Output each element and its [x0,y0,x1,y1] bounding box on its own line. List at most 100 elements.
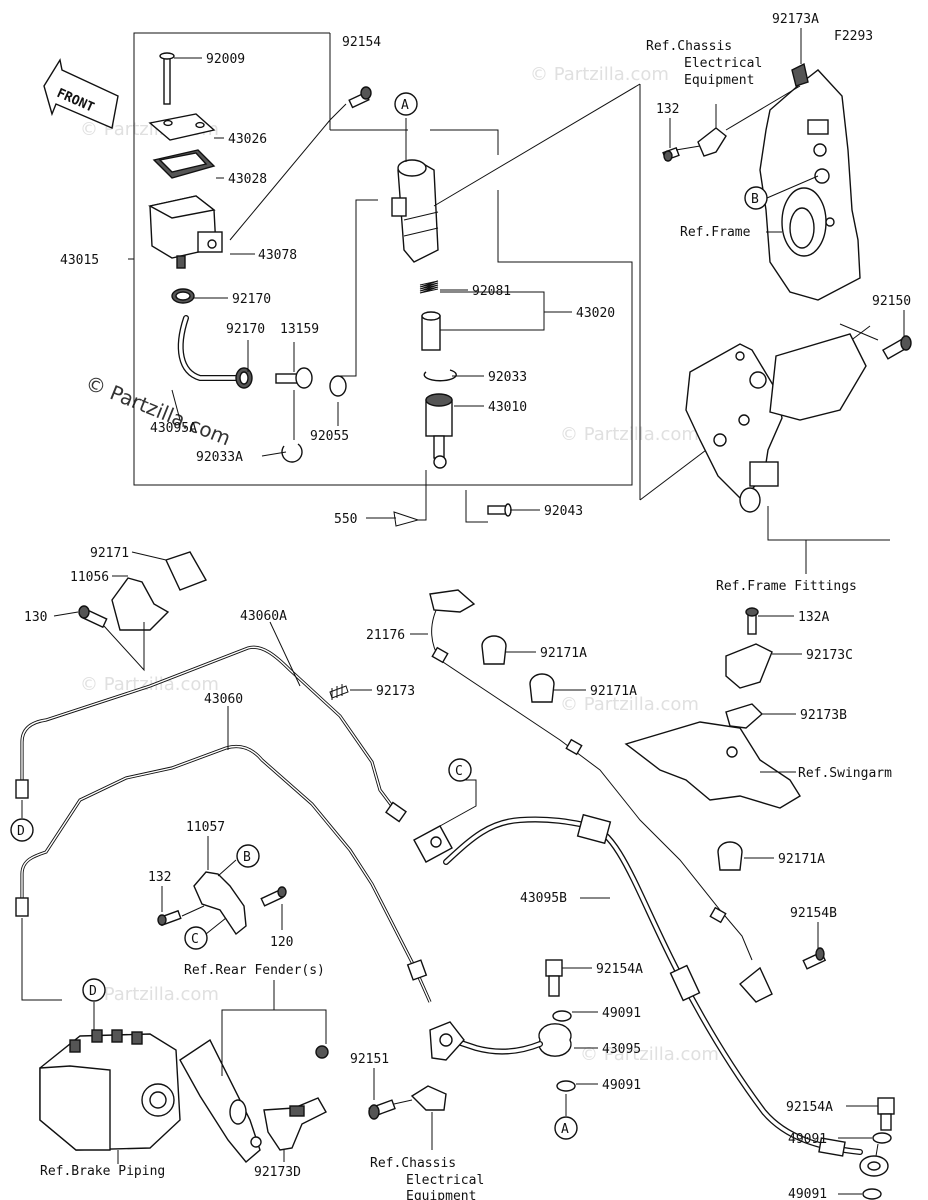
ref-label: Ref.Frame [680,225,751,240]
swingarm-group [624,607,827,970]
banjo-bolt-icon [877,1097,895,1131]
rear-fender-icon [179,1038,261,1163]
ref-label: Ref.Rear Fender(s) [184,963,325,978]
part-number-label: 49091 [602,1078,641,1093]
clamp-92171a-icon [481,635,507,665]
bolt-92154b-icon [802,947,827,970]
callout-a: A [561,1122,569,1137]
part-labels: 92009 43026 43028 43078 43015 92154 9217… [24,12,911,1200]
ref-label: Ref.Frame Fittings [716,579,857,594]
part-number-label: 92171A [540,646,587,661]
bracket-11056-icon [111,577,170,631]
part-number-label: 92170 [232,292,271,307]
piston-icon [421,311,441,351]
part-number-label: 92081 [472,284,511,299]
circlip-icon [281,443,303,463]
callout-a: A [401,98,409,113]
watermark: © Partzilla.com [530,64,669,85]
washer-icon [862,1188,882,1200]
part-number-label: 43095 [602,1042,641,1057]
part-number-label: 92171A [590,684,637,699]
ref-label: Electrical [684,56,762,71]
part-number-label: 43095B [520,891,567,906]
hose-fitting-icon [669,964,701,1002]
watermark-diagonal: © Partzilla.com [82,370,234,450]
hose-fitting-icon [576,813,612,845]
part-number-label: 92170 [226,322,265,337]
bracket-92173d-icon [263,1097,327,1151]
bolt-132-icon [157,909,182,927]
brake-pipes-group: D [10,621,432,1003]
ref-label: Ref.Brake Piping [40,1164,165,1179]
clamp-92171-icon [165,551,208,591]
callout-b-circle [236,844,260,868]
watermark: © Partzilla.com [80,984,219,1005]
rear-fender-group [179,980,329,1163]
cotter-pin-icon [393,511,420,527]
part-number-label: 132 [656,102,679,117]
callout-d-circle [10,818,34,842]
callout-b: B [243,850,251,865]
part-number-label: 49091 [602,1006,641,1021]
part-number-label: 43028 [228,172,267,187]
part-number-label: 43060A [240,609,287,624]
part-number-label: 92151 [350,1052,389,1067]
callout-c: C [455,764,463,779]
clip-92173c-icon [725,643,773,689]
speed-sensor-icon [429,589,476,613]
callout-c-circle [448,758,472,782]
harness-clip-icon [410,1085,447,1111]
bolt-132-icon [662,146,680,162]
washer-icon [556,1080,576,1092]
part-number-label: 49091 [788,1132,827,1147]
frame-bracket-group: B [662,28,912,574]
master-cylinder-icon [391,159,439,263]
bolt-130-icon [78,605,108,629]
banjo-43095-icon [538,1023,572,1057]
part-number-label: 49091 [788,1187,827,1200]
pipe-fitting-icon [406,959,428,981]
reference-labels: Ref.Chassis Electrical Equipment Ref.Fra… [40,39,892,1200]
part-number-label: 11056 [70,570,109,585]
bracket-11057-icon [193,871,247,936]
o-ring-icon [329,375,347,397]
front-arrow-icon: FRONT [43,58,119,129]
harness-clamp-icon [697,127,727,157]
watermark: © Partzilla.com [560,424,699,445]
bracket-11057-group: B C [157,836,287,950]
ref-label: Ref.Swingarm [798,766,892,781]
bolt-120-icon [260,886,287,907]
reservoir-icon [148,195,223,269]
part-number-label: 92154A [596,962,643,977]
clip-icon [791,62,809,87]
part-number-label: 92173C [806,648,853,663]
callout-c-circle [184,926,208,950]
banjo-bolt-icon [545,959,563,997]
ref-label: Equipment [684,73,754,88]
bolt-92151-icon [368,1099,396,1120]
part-number-label: 11057 [186,820,225,835]
washer-icon [872,1132,892,1144]
ref-label: Electrical [406,1173,484,1188]
spring-icon [419,280,439,294]
part-number-label: 43078 [258,248,297,263]
part-number-label: 92033A [196,450,243,465]
clamp-92171a-icon [717,841,743,871]
clip-92173b-icon [725,703,764,729]
hose-fitting-icon [818,1137,846,1157]
part-number-label: 13159 [280,322,319,337]
grommet-icon [329,684,349,700]
upper-clamp-group [53,551,208,672]
bolt-132a-icon [745,607,759,635]
part-number-label: 92154A [786,1100,833,1115]
part-number-label: 92173D [254,1165,301,1180]
part-number-label: 43020 [576,306,615,321]
part-number-label: 92173 [376,684,415,699]
figure-code: F2293 [834,29,873,44]
part-number-label: 43026 [228,132,267,147]
bolt-92154-icon [348,86,372,109]
part-number-label: 92173B [800,708,847,723]
sensor-connector-icon [738,966,773,1003]
part-number-label: 43095A [150,421,197,436]
callout-b: B [751,192,759,207]
